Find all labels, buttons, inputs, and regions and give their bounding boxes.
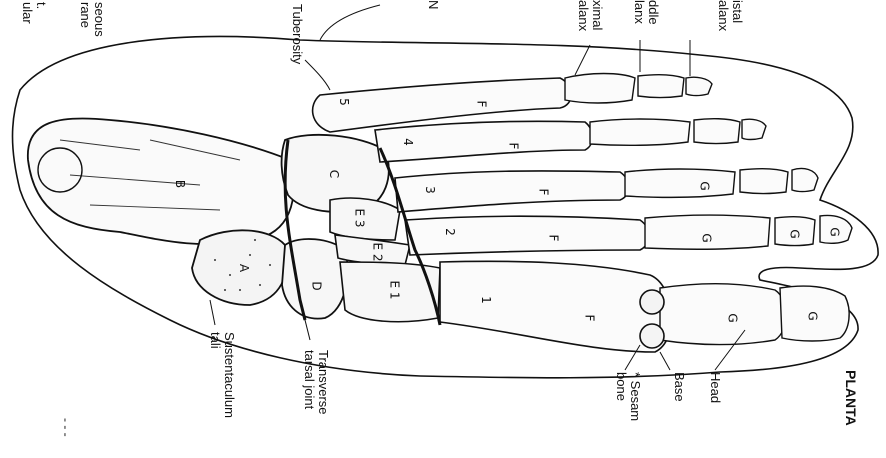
label-head: Head (708, 372, 722, 403)
label-middle-phalanx: ddle lanx (632, 0, 660, 25)
bone-letter-metatarsal-1: 1 (480, 296, 492, 304)
bone-letter-phalanx-1b: G (807, 311, 819, 320)
label-dots: - - - (59, 418, 72, 437)
bone-letter-shaft-5: F (475, 101, 487, 108)
bone-letter-phalanx-1a: G (727, 313, 739, 322)
bone-letter-metatarsal-2: 2 (444, 228, 456, 236)
bone-letter-talus: A (238, 264, 250, 272)
label-transverse-tarsal-joint: Transverse tarsal joint (302, 350, 330, 415)
label-sustentaculum-tali: Sustentaculum tali (208, 332, 236, 418)
diagram-title: PLANTA (844, 370, 858, 426)
metatarsal-1 (440, 261, 671, 352)
bone-letter-navicular: D (311, 281, 323, 290)
metatarsal-2 (405, 216, 649, 255)
label-proximal-phalanx: ximal alanx (576, 0, 604, 31)
bone-letter-cuboid: C (328, 170, 340, 178)
label-interosseous-articular: t. ular (20, 2, 48, 24)
bone-letter-metatarsal-5: 5 (338, 98, 350, 106)
bone-letter-shaft-4: F (507, 143, 519, 150)
label-letter-n: N (426, 0, 440, 9)
label-interosseous-membrane: seous rane (78, 2, 106, 37)
bone-letter-phalanx-3: G (699, 181, 711, 190)
bone-letter-shaft-2: F (547, 235, 559, 242)
bone-letter-phalanx-2c: G (829, 227, 841, 236)
bone-letter-phalanx-2a: G (701, 233, 713, 242)
label-tuberosity: Tuberosity (290, 4, 304, 64)
bone-letter-cuneiform-3: E 3 (354, 208, 366, 227)
bone-letter-phalanx-2b: G (789, 229, 801, 238)
bone-letter-cuneiform-1: E 1 (389, 280, 401, 299)
bone-letter-shaft-3: F (537, 189, 549, 196)
label-sesamoid-bone: * Sesam bone (614, 372, 642, 421)
calcaneus-bone (28, 118, 294, 244)
label-distal-phalanx: istal alanx (716, 0, 744, 31)
label-base: Base (672, 372, 686, 402)
bone-letter-metatarsal-3: 3 (424, 186, 436, 194)
bone-letter-metatarsal-4: 4 (402, 138, 414, 146)
bone-letter-cuneiform-2: E 2 (372, 242, 384, 261)
bone-letter-calcaneus: B (174, 180, 186, 188)
bone-letter-shaft-1: F (583, 315, 595, 322)
